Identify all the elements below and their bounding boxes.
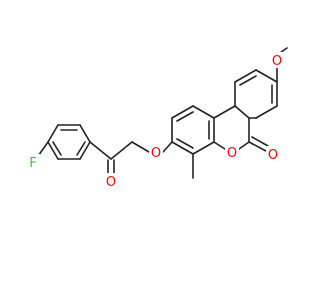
lactone-carbonyl-a [248,141,267,152]
atom-o-methoxy: O [272,54,282,69]
ether-aryl-bond [162,141,173,153]
atom-o-ether: O [151,146,161,161]
fluorophenyl-ring [47,124,91,160]
atom-f: F [29,156,36,171]
lactone-ring [213,105,250,150]
aryl-ring-left [171,105,215,155]
aryl-ring-right [234,69,278,119]
atom-o-lactone-carbonyl: O [268,148,278,163]
lactone-carbonyl-b [251,136,269,147]
molecule-drawing: F O O O O O [29,47,288,190]
ch2-ether-bond [131,141,150,153]
aryl-ketone-bond [89,141,112,160]
atom-o-lactone-ring: O [227,146,237,161]
ketone-ch2-bond [110,141,133,160]
atom-o-ketone: O [106,175,116,190]
structure-canvas: F O O O O O [29,47,288,190]
